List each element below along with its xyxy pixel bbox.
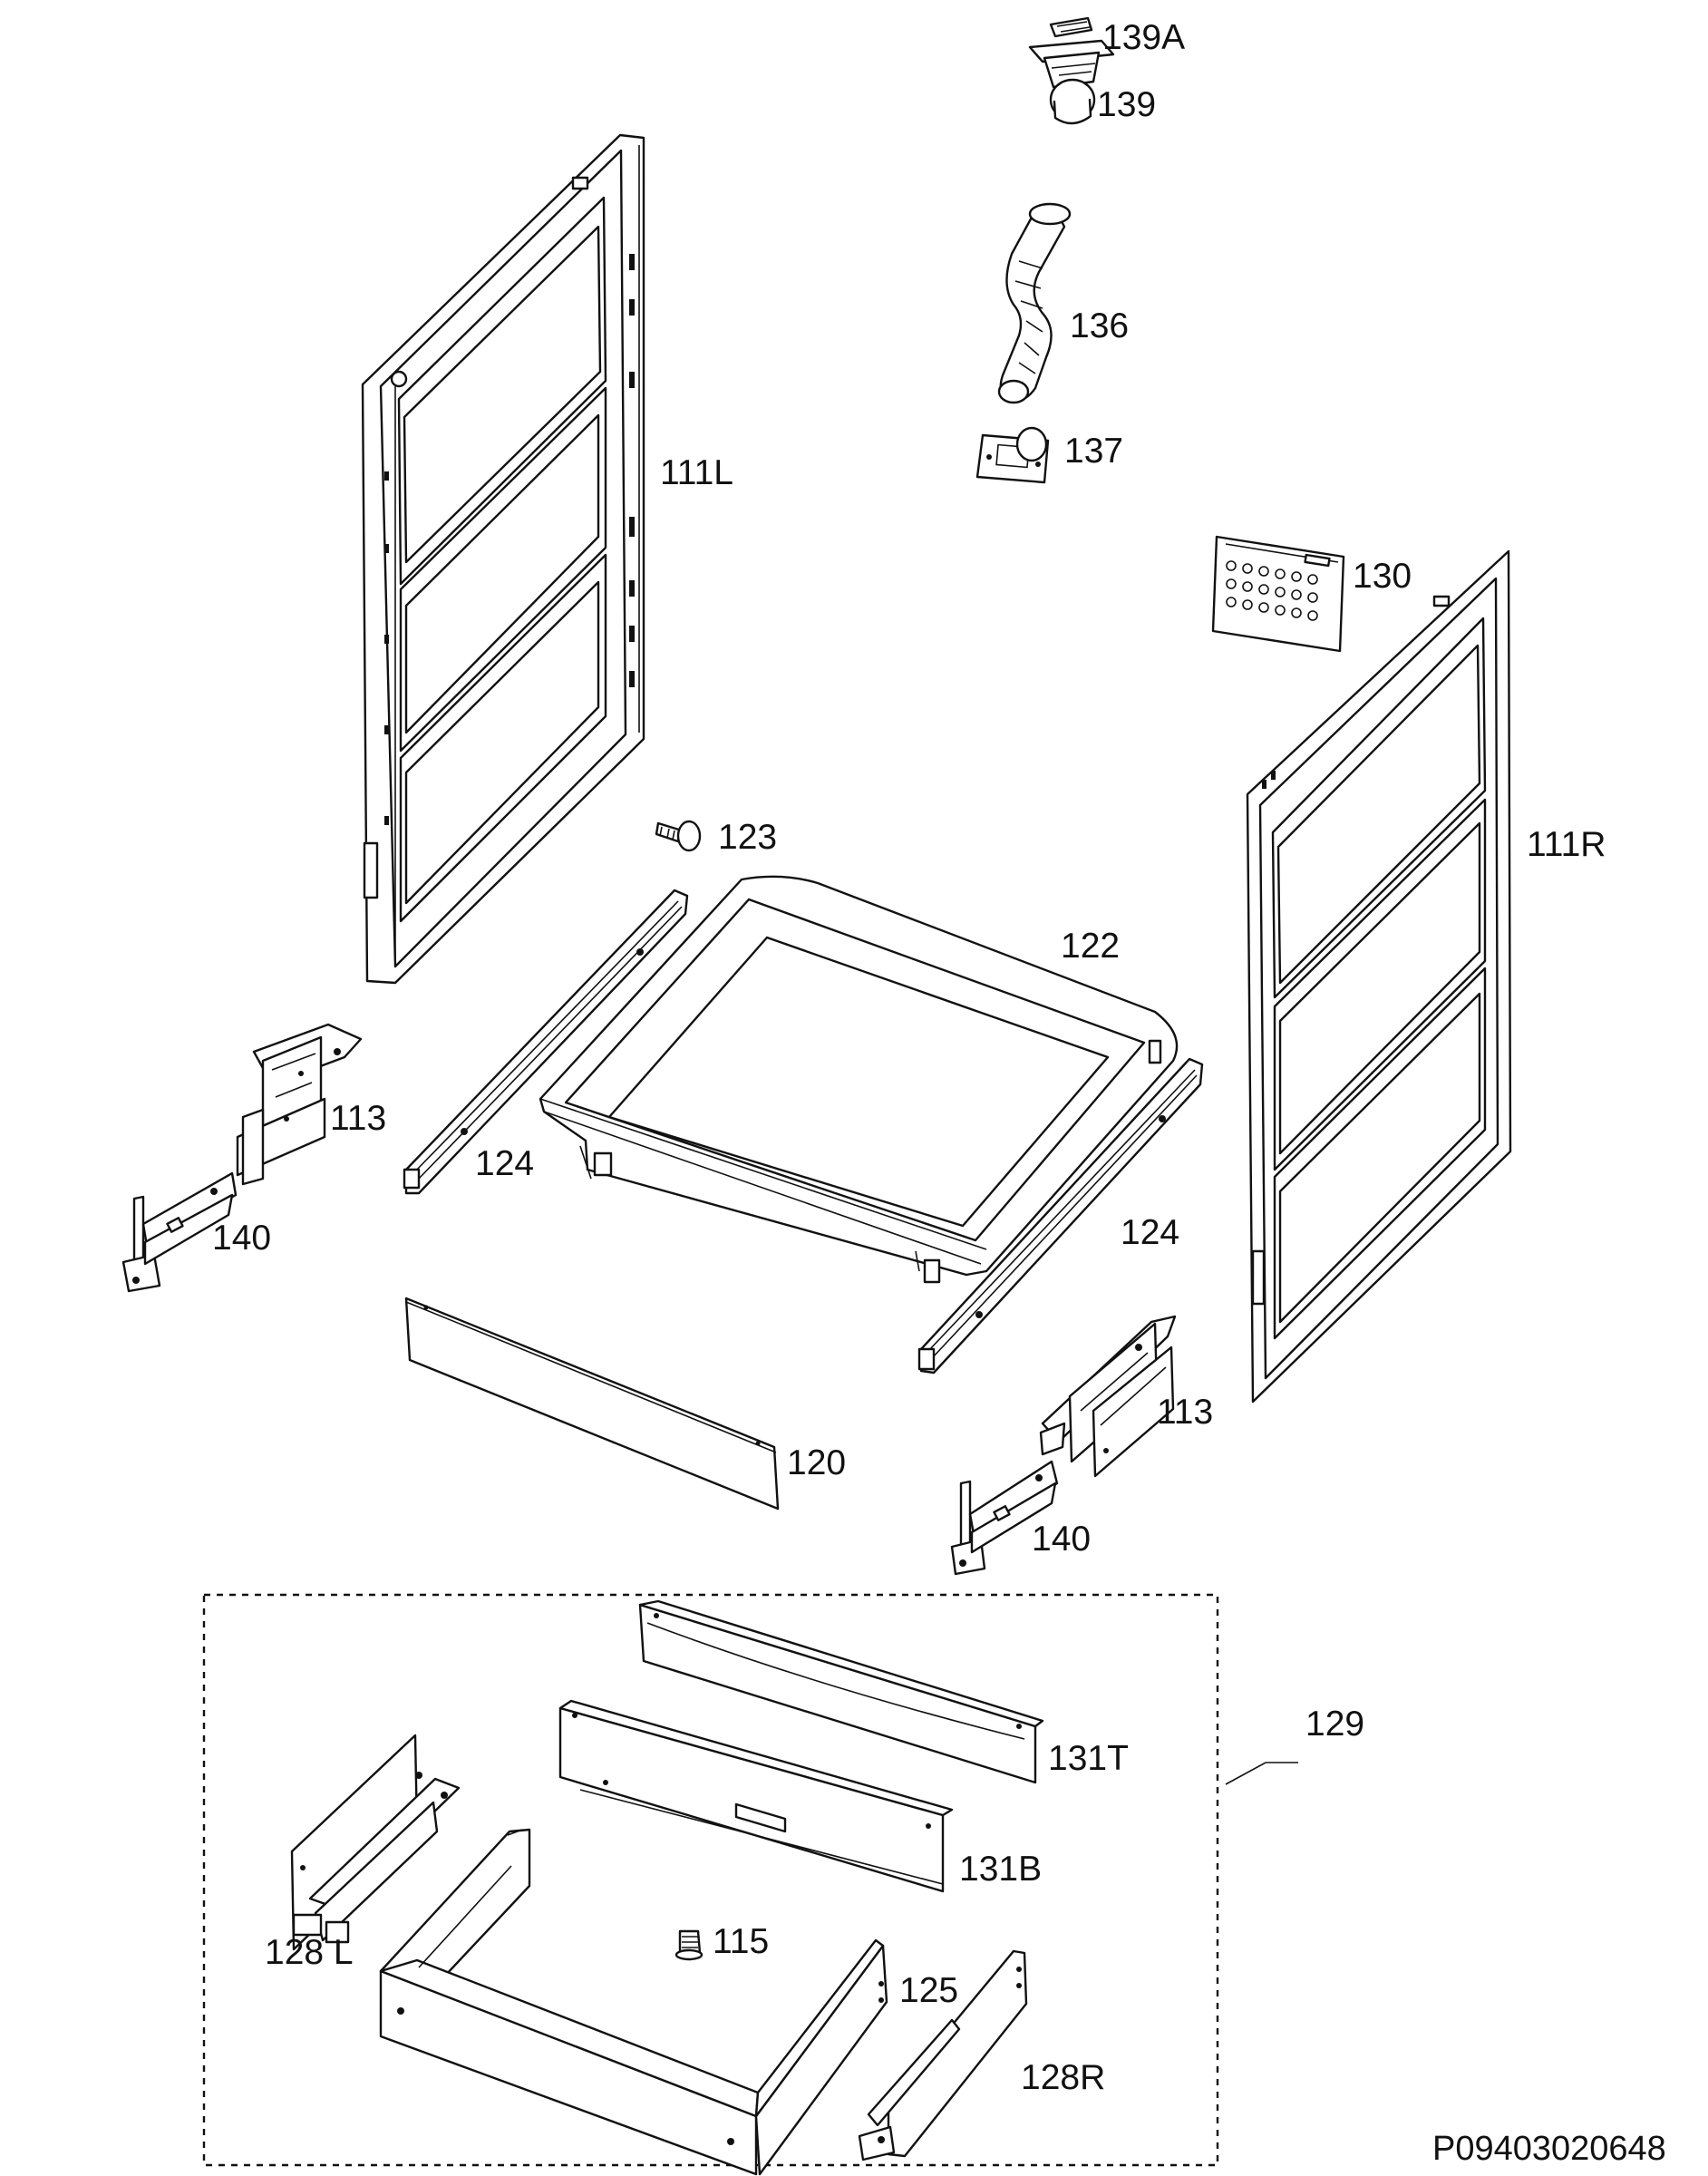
label-130: 130 xyxy=(1353,557,1412,596)
label-115: 115 xyxy=(713,1922,769,1961)
part-140-right-hinge[interactable] xyxy=(950,1460,1059,1576)
label-123: 123 xyxy=(718,818,777,857)
label-113-right: 113 xyxy=(1157,1393,1213,1432)
label-122: 122 xyxy=(1061,927,1120,966)
label-111R: 111R xyxy=(1527,825,1606,864)
part-136-hose[interactable] xyxy=(997,202,1072,404)
label-113-left: 113 xyxy=(330,1099,386,1138)
label-131B: 131B xyxy=(959,1850,1042,1889)
part-130-vent-plate[interactable] xyxy=(1211,535,1345,653)
part-128L-left-plinth-bracket[interactable] xyxy=(290,1734,461,1951)
part-124-right-rail[interactable] xyxy=(917,1057,1204,1375)
label-139A: 139A xyxy=(1102,18,1185,57)
part-122-drawer-tray[interactable] xyxy=(539,875,1179,1284)
part-131T-top-rail[interactable] xyxy=(638,1599,1044,1784)
label-128R: 128R xyxy=(1021,2058,1105,2097)
part-139-connector[interactable] xyxy=(1028,39,1115,125)
part-124-left-rail[interactable] xyxy=(403,889,689,1195)
part-140-left-hinge[interactable] xyxy=(121,1171,238,1293)
part-128R-right-plinth-bracket[interactable] xyxy=(858,1949,1028,2161)
drawing-code: P09403020648 xyxy=(1432,2130,1666,2168)
label-131T: 131T xyxy=(1048,1739,1129,1778)
label-139: 139 xyxy=(1097,85,1156,124)
label-120: 120 xyxy=(787,1443,846,1482)
part-137-flange[interactable] xyxy=(975,426,1050,484)
part-125-plinth-frame[interactable] xyxy=(379,1828,888,2176)
part-129-leader-line xyxy=(1225,1762,1298,1785)
label-140-left: 140 xyxy=(212,1219,271,1258)
part-123-screw[interactable] xyxy=(655,820,702,852)
label-140-right: 140 xyxy=(1032,1520,1091,1559)
part-139A-clip[interactable] xyxy=(1049,16,1093,38)
part-131B-bottom-rail[interactable] xyxy=(558,1699,954,1893)
part-115-foot[interactable] xyxy=(674,1929,704,1961)
label-124-left: 124 xyxy=(475,1144,534,1183)
label-111L: 111L xyxy=(660,453,733,492)
label-137: 137 xyxy=(1064,432,1123,471)
label-125: 125 xyxy=(899,1971,958,2010)
part-111R-right-side-panel[interactable] xyxy=(1246,549,1512,1404)
part-111L-left-side-panel[interactable] xyxy=(361,133,645,985)
label-128L: 128 L xyxy=(265,1933,354,1972)
label-124-right: 124 xyxy=(1121,1213,1179,1252)
vent-holes xyxy=(1226,560,1318,621)
part-129-group-outline xyxy=(202,1593,1219,2167)
label-136: 136 xyxy=(1070,306,1129,345)
part-113-left-runner-bracket[interactable] xyxy=(236,1023,363,1186)
part-113-right-runner-bracket[interactable] xyxy=(1039,1315,1177,1478)
part-120-drawer-front-panel[interactable] xyxy=(404,1297,780,1511)
label-129: 129 xyxy=(1305,1705,1364,1744)
